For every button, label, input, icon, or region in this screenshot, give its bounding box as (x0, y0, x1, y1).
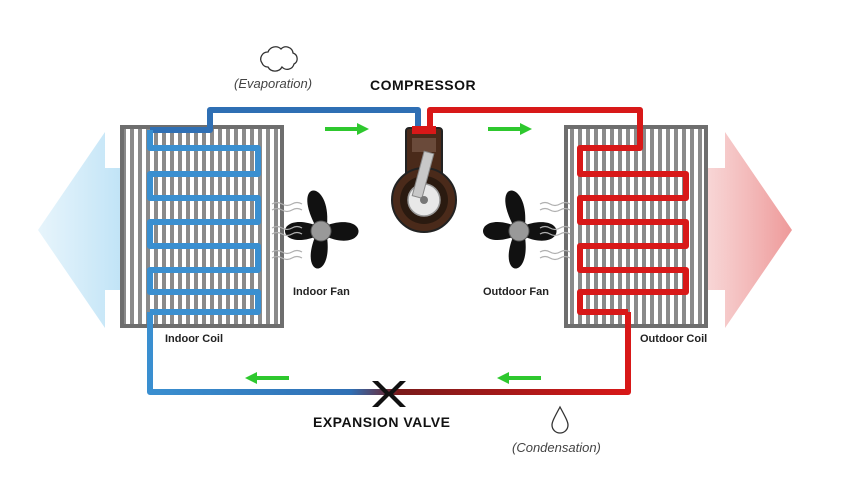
outdoor-fan-label: Outdoor Fan (483, 286, 549, 298)
compressor-icon (391, 126, 457, 233)
flow-arrows (245, 123, 541, 384)
expansion-valve-icon (372, 381, 406, 407)
outdoor-serpentine (577, 132, 689, 315)
indoor-serpentine (147, 130, 261, 315)
flow-arrow-top-right (488, 123, 532, 135)
water-drop-icon (551, 405, 569, 434)
cold-air-arrow (38, 132, 125, 328)
indoor-airflow-waves (271, 201, 303, 261)
outdoor-airflow-waves (539, 201, 571, 261)
condensation-label: (Condensation) (512, 440, 601, 455)
indoor-fan-label: Indoor Fan (293, 286, 350, 298)
indoor-fan-icon (285, 190, 359, 269)
flow-arrow-top-left (325, 123, 369, 135)
suction-pipe (150, 107, 421, 133)
compressor-label: COMPRESSOR (370, 77, 477, 93)
flow-arrow-bottom-left (245, 372, 289, 384)
cloud-icon (260, 46, 298, 72)
discharge-pipe (427, 107, 643, 132)
outdoor-coil-label: Outdoor Coil (640, 333, 708, 345)
indoor-coil-label: Indoor Coil (165, 333, 224, 345)
expansion-valve-label: EXPANSION VALVE (313, 414, 451, 430)
flow-arrow-bottom-right (497, 372, 541, 384)
evaporation-label: (Evaporation) (234, 76, 313, 91)
warm-air-arrow (705, 132, 792, 328)
